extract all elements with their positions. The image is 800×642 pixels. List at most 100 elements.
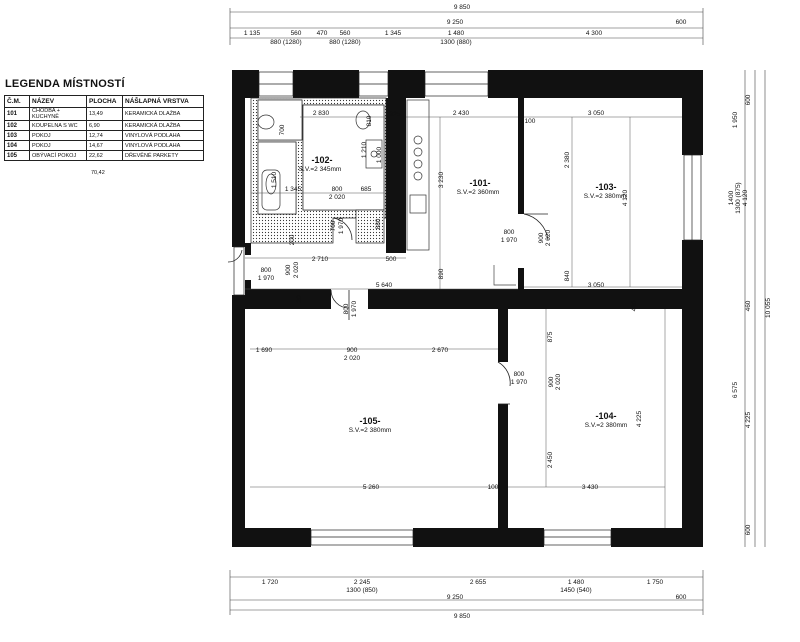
- top-dimensions: 9 850 9 250 600 1 135 560 470 560 1 345 …: [244, 4, 687, 46]
- top-dim: 470: [317, 30, 328, 37]
- doors: [227, 213, 549, 405]
- top-window-dim: 1300 (880): [440, 39, 471, 46]
- top-overall-dim: 9 850: [454, 4, 471, 11]
- interior-dim: 2 450: [547, 451, 554, 468]
- top-dim: 1 135: [244, 30, 261, 37]
- interior-dim: 2 670: [432, 347, 449, 354]
- bathtub-icon: [261, 169, 281, 211]
- bottom-right-dim: 600: [676, 594, 687, 601]
- interior-dim: 5 640: [376, 282, 393, 289]
- interior-dim: 800: [343, 303, 350, 314]
- walls: [232, 70, 703, 547]
- room-legend-table: Č.M. NÁZEV PLOCHA NÁŠLAPNÁ VRSTVA 101 CH…: [4, 95, 204, 161]
- interior-dim: 2 020: [555, 373, 562, 390]
- table-row: 103 POKOJ 12,74 VINYLOVÁ PODLAHA: [4, 130, 204, 141]
- room-103-label: -103-: [595, 182, 616, 192]
- interior-dim: 875: [547, 331, 554, 342]
- interior-dim: 900: [538, 232, 545, 243]
- interior-dim: 800: [514, 371, 525, 378]
- interior-dim: 2 020: [329, 194, 346, 201]
- right-big-dim: 6 575: [732, 381, 739, 398]
- kitchen-counter-icon: [406, 99, 430, 251]
- door-102-icon: [332, 217, 353, 241]
- interior-dim: 1 970: [501, 237, 518, 244]
- interior-dim: 880: [375, 218, 382, 229]
- interior-dim: 2 020: [293, 261, 300, 278]
- interior-dim: 2 710: [312, 256, 329, 263]
- interior-dim: 900: [548, 376, 555, 387]
- interior-dim: 1 970: [351, 300, 358, 317]
- interior-dimensions: 2 830 810 325 2 430 3 050 100 1 510 700 …: [256, 110, 643, 491]
- interior-dim: 2 430: [453, 110, 470, 117]
- bottom-dim: 1 480: [568, 579, 585, 586]
- interior-dim: 800: [332, 186, 343, 193]
- interior-dim: 325: [390, 111, 401, 118]
- right-dim: 600: [745, 524, 752, 535]
- top-dim: 560: [291, 30, 302, 37]
- top-inner-dim: 9 250: [447, 19, 464, 26]
- interior-dim: 4 120: [622, 189, 629, 206]
- bottom-dim: 1 750: [647, 579, 664, 586]
- interior-dim: 2 020: [545, 229, 552, 246]
- interior-dim: 20: [296, 295, 303, 303]
- door-105-icon: [330, 289, 350, 309]
- interior-dim: 3 050: [588, 110, 605, 117]
- room-102-height: S.V.=2 345mm: [299, 166, 342, 173]
- right-dimensions: 600 1 950 1400 1300 (875) 4 120 460 6 57…: [728, 94, 772, 535]
- room-floor: DŘEVĚNÉ PARKETY: [122, 150, 204, 161]
- interior-dim: 460: [631, 300, 638, 311]
- interior-dim: 900: [347, 347, 358, 354]
- interior-dimension-lines: [245, 116, 682, 528]
- room-101-height: S.V.=2 360mm: [457, 189, 500, 196]
- right-dim: 460: [745, 300, 752, 311]
- interior-dim: 1 970: [511, 379, 528, 386]
- table-row: 105 OBÝVACÍ POKOJ 22,62 DŘEVĚNÉ PARKETY: [4, 150, 204, 161]
- door-104-icon: [497, 361, 511, 387]
- room-105-height: S.V.=2 380mm: [349, 427, 392, 434]
- interior-dim: 800: [261, 267, 272, 274]
- interior-dim: 2 020: [344, 355, 361, 362]
- toilet-icon: [257, 114, 275, 130]
- interior-dim: 2 380: [564, 151, 571, 168]
- room-labels: -101- S.V.=2 360mm -102- S.V.=2 345mm -1…: [299, 155, 628, 434]
- top-right-dim: 600: [676, 19, 687, 26]
- interior-dim: 1 510: [271, 171, 278, 188]
- room-101-label: -101-: [469, 178, 490, 188]
- interior-dim: 890: [438, 268, 445, 279]
- sink-icon: [355, 110, 371, 130]
- bathroom-partition: [250, 97, 387, 244]
- interior-dim: 5 260: [363, 484, 380, 491]
- interior-dim: 1 345: [285, 186, 302, 193]
- interior-dim: 810: [366, 115, 373, 126]
- right-window-sub-dim: 1300 (875): [735, 182, 742, 213]
- outer-dimension-lines: [229, 8, 766, 615]
- top-dim: 1 480: [448, 30, 465, 37]
- interior-dim: 1 970: [258, 275, 275, 282]
- fixtures: [257, 99, 516, 286]
- top-window-dim: 880 (1280): [329, 39, 360, 46]
- interior-dim: 3 430: [582, 484, 599, 491]
- door-103-icon: [523, 213, 549, 241]
- bottom-window-dim: 1450 (540): [560, 587, 591, 594]
- bottom-dimensions: 1 720 2 245 2 655 1 480 1 750 1300 (850)…: [262, 579, 687, 620]
- interior-dim: 100: [488, 484, 499, 491]
- bottom-overall-dim: 9 850: [454, 613, 471, 620]
- interior-dim: 685: [361, 186, 372, 193]
- right-dim: 4 225: [745, 411, 752, 428]
- room-103-height: S.V.=2 380mm: [584, 193, 627, 200]
- room-105-label: -105-: [359, 416, 380, 426]
- interior-dim: 700: [330, 220, 337, 231]
- interior-dim: 700: [279, 124, 286, 135]
- bottom-dim: 2 655: [470, 579, 487, 586]
- interior-dim: 4 225: [636, 410, 643, 427]
- top-window-dim: 880 (1280): [270, 39, 301, 46]
- right-overall-dim: 10 055: [765, 298, 772, 318]
- legend-total-area: 70,42: [91, 170, 105, 176]
- right-dim: 600: [745, 94, 752, 105]
- room-102-label: -102-: [311, 155, 332, 165]
- right-room-dim: 4 120: [742, 189, 749, 206]
- interior-dim: 1 690: [256, 347, 273, 354]
- interior-dim: 200: [289, 234, 296, 245]
- top-dim: 4 300: [586, 30, 603, 37]
